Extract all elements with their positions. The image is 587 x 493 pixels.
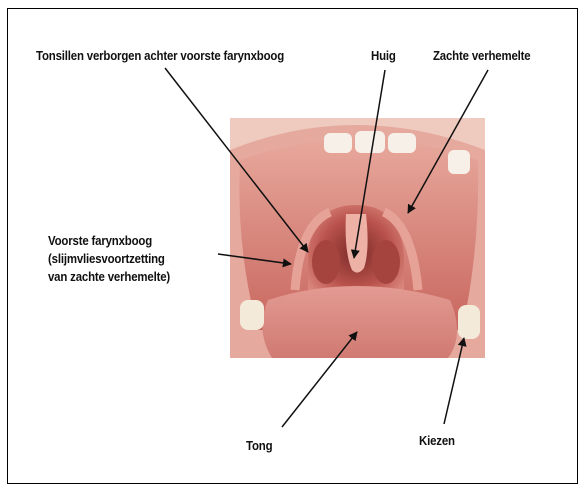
lower-molar-right — [458, 305, 480, 339]
label-anterior-arch-line-2: (slijmvliesvoortzetting — [48, 250, 170, 268]
lower-molar-left — [240, 300, 264, 330]
label-molars: Kiezen — [419, 433, 455, 448]
upper-tooth-mid — [355, 131, 385, 153]
tongue — [262, 286, 457, 358]
label-anterior-arch-line-3: van zachte verhemelte) — [48, 268, 170, 286]
right-tonsil — [372, 240, 400, 284]
label-tongue: Tong — [246, 438, 272, 453]
label-tonsils: Tonsillen verborgen achter voorste faryn… — [36, 48, 284, 63]
left-tonsil — [312, 240, 340, 284]
label-soft-palate: Zachte verhemelte — [433, 48, 530, 63]
upper-tooth-left — [324, 133, 352, 153]
label-anterior-arch-line-1: Voorste farynxboog — [48, 232, 170, 250]
upper-tooth-right — [388, 133, 416, 153]
upper-molar-right — [448, 150, 470, 174]
label-anterior-arch: Voorste farynxboog (slijmvliesvoortzetti… — [48, 232, 170, 286]
label-uvula: Huig — [371, 48, 396, 63]
